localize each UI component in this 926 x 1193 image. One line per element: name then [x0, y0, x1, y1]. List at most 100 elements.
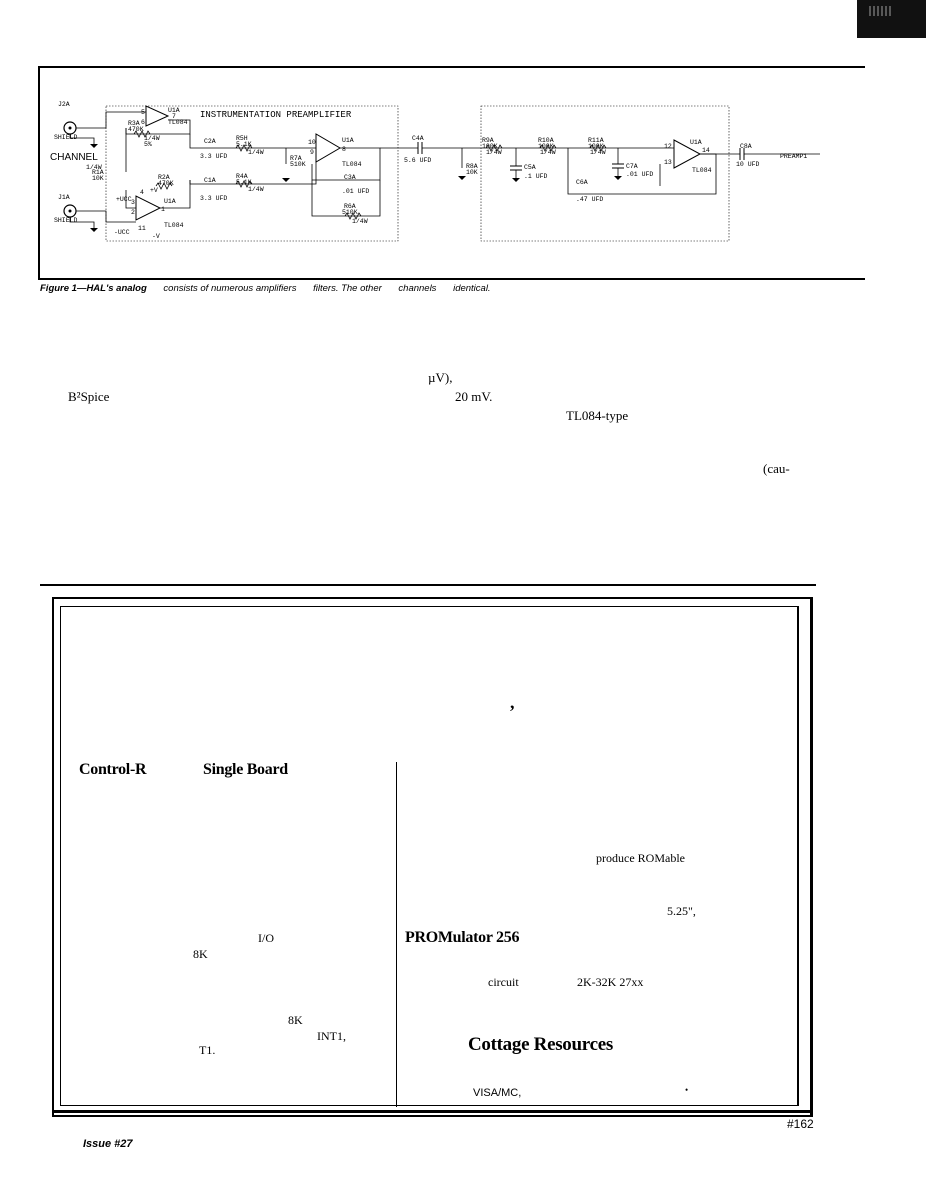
label-r6a: R6A	[344, 203, 356, 210]
label-r3a: R3A	[128, 120, 140, 127]
figure-caption: Figure 1—HAL's analog consists of numero…	[40, 283, 505, 294]
label-w14-f: 1/4W	[486, 149, 502, 156]
label-c4a-value: 5.6 UFD	[404, 157, 431, 164]
label-w14-e: 1/4W	[352, 218, 368, 225]
ad-produce-romable: produce ROMable	[596, 851, 685, 865]
label-r11a-value: 100K	[588, 143, 604, 150]
label-c1a-value: 3.3 UFD	[200, 195, 227, 202]
ad-number: #162	[787, 1117, 814, 1131]
label-pin-8: 8	[342, 146, 346, 153]
label-c3a: C3A	[344, 174, 356, 181]
label-pin-5: 5	[141, 109, 145, 116]
label-w14-g: 1/4W	[540, 149, 556, 156]
corner-tab	[857, 0, 926, 38]
label-r2a: R2A	[158, 174, 170, 181]
label-r8a: R8A	[466, 163, 478, 170]
label-r4a-value: 5.1K	[236, 179, 252, 186]
label-r5a: R5H	[236, 135, 248, 142]
label-shield-1: SHIELD	[54, 134, 78, 141]
label-u1a-2: U1A	[164, 198, 176, 205]
ad-io: I/O	[258, 931, 274, 945]
label-tl084-4: TL084	[692, 167, 712, 174]
label-r9a: R9A	[482, 137, 494, 144]
text-fragment-b2spice: B²Spice	[68, 389, 110, 404]
label-w14-c: 1/4W	[248, 149, 264, 156]
label-r6a-value: 510K	[342, 209, 358, 216]
text-fragment-uv: µV),	[428, 370, 453, 385]
ad-visa-mc: VISA/MC,	[473, 1087, 522, 1099]
label-instrumentation-preamp: INSTRUMENTATION PREAMPLIFIER	[200, 110, 352, 120]
text-fragment-mv: 20 mV.	[455, 389, 493, 404]
ad-circuit: circuit	[488, 975, 519, 989]
label-c8a-value: 10 UFD	[736, 161, 760, 168]
ad-range: 2K-32K 27xx	[577, 975, 644, 989]
label-r3a-value: 470K	[128, 126, 144, 133]
label-pin-4: 4	[140, 189, 144, 196]
label-vcc-neg: -UCC	[114, 229, 130, 236]
text-fragment-cau: (cau-	[763, 461, 790, 476]
label-c7a: C7A	[626, 163, 638, 170]
figure-frame	[38, 66, 865, 280]
label-c7a-value: .01 UFD	[626, 171, 653, 178]
label-pin-14: 14	[702, 147, 710, 154]
label-tl084-1: TL084	[168, 119, 188, 126]
ad-8k-b: 8K	[288, 1013, 303, 1027]
label-c5a-value: .1 UFD	[524, 173, 548, 180]
label-p5-a: 5%	[144, 141, 152, 148]
label-c2a-value: 3.3 UFD	[200, 153, 227, 160]
label-r7a-value: 510K	[290, 161, 306, 168]
label-pin-13: 13	[664, 159, 672, 166]
label-pin-9: 9	[310, 149, 314, 156]
issue-number: Issue #27	[83, 1138, 133, 1150]
ad-promulator-title: PROMulator 256	[405, 929, 520, 946]
ad-bullet: •	[685, 1085, 689, 1095]
caption-part-2: consists of numerous amplifiers	[163, 283, 297, 294]
label-tl084-3: TL084	[342, 161, 362, 168]
label-vcc-pos: +UCC	[116, 196, 132, 203]
label-u1a-3: U1A	[342, 137, 354, 144]
ad-top-rule	[40, 584, 816, 586]
label-u1a-1: U1A	[168, 107, 180, 114]
label-r2a-value: 470K	[158, 180, 174, 187]
label-r8a-value: 10K	[466, 169, 478, 176]
label-pin-3: 3	[131, 199, 135, 206]
ad-cottage-resources: Cottage Resources	[468, 1034, 613, 1055]
label-pin-11: 11	[138, 225, 146, 232]
label-w14-b: 1/4W	[86, 164, 102, 171]
label-pin-12: 12	[664, 143, 672, 150]
label-c8a: C8A	[740, 143, 752, 150]
caption-part-3: filters. The other	[313, 283, 382, 294]
label-pin-2: 2	[131, 209, 135, 216]
label-c2a: C2A	[204, 138, 216, 145]
ad-t1: T1.	[199, 1043, 216, 1057]
label-pin-10: 10	[308, 139, 316, 146]
label-w14-a: 1/4W	[144, 135, 160, 142]
caption-part-5: identical.	[453, 283, 491, 294]
label-j2a: J2A	[58, 101, 70, 108]
label-tl084-2: TL084	[164, 222, 184, 229]
ad-8k-a: 8K	[193, 947, 208, 961]
label-r1a: R1A	[92, 169, 104, 176]
ad-int1: INT1,	[317, 1029, 346, 1043]
label-w14-d: 1/4W	[248, 186, 264, 193]
label-c5a: C5A	[524, 164, 536, 171]
label-r10a: R10A	[538, 137, 554, 144]
ad-left-title-2: Single Board	[203, 761, 288, 778]
label-pin-6: 6	[141, 119, 145, 126]
ad-inner-border	[60, 606, 799, 1106]
label-preamp-out: PREAMP1	[780, 153, 807, 160]
text-fragment-tl084-type: TL084-type	[566, 408, 629, 423]
caption-figure-label: Figure 1—HAL's analog	[40, 283, 147, 294]
caption-part-4: channels	[398, 283, 437, 294]
ad-size: 5.25",	[667, 904, 696, 918]
label-pin-1: 1	[161, 206, 165, 213]
label-shield-2: SHIELD	[54, 217, 78, 224]
label-c3a-value: .01 UFD	[342, 188, 369, 195]
label-r9a-value: 100K	[482, 143, 498, 150]
label-c6a-value: .47 UFD	[576, 196, 603, 203]
label-r1a-value: 10K	[92, 175, 104, 182]
label-u1a-4: U1A	[690, 139, 702, 146]
label-c4a: C4A	[412, 135, 424, 142]
ad-left-title-1: Control-R	[79, 761, 147, 778]
label-r5a-value: 5.1K	[236, 141, 252, 148]
